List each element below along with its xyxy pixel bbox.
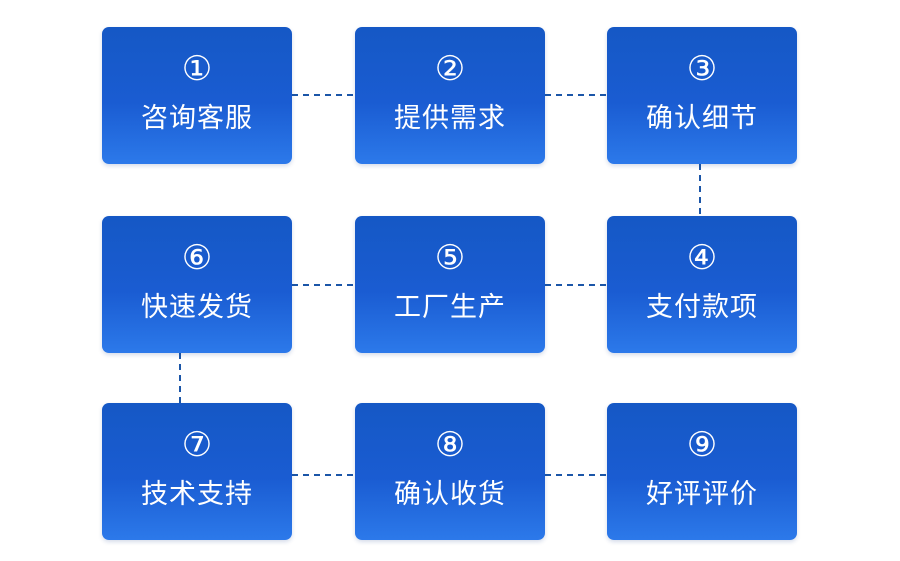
step-number-1: ① bbox=[181, 49, 213, 89]
step-label-4: 支付款项 bbox=[646, 292, 758, 323]
step-box-3: ③ 确认细节 bbox=[607, 27, 797, 164]
step-box-1: ① 咨询客服 bbox=[102, 27, 292, 164]
step-box-8: ⑧ 确认收货 bbox=[355, 403, 545, 540]
step-box-4: ④ 支付款项 bbox=[607, 216, 797, 353]
step-label-1: 咨询客服 bbox=[141, 103, 253, 134]
step-number-2: ② bbox=[434, 49, 466, 89]
step-box-9: ⑨ 好评评价 bbox=[607, 403, 797, 540]
step-box-6: ⑥ 快速发货 bbox=[102, 216, 292, 353]
step-number-7: ⑦ bbox=[181, 425, 213, 465]
step-number-8: ⑧ bbox=[434, 425, 466, 465]
step-box-5: ⑤ 工厂生产 bbox=[355, 216, 545, 353]
step-label-7: 技术支持 bbox=[141, 479, 253, 510]
step-label-3: 确认细节 bbox=[646, 103, 758, 134]
step-label-6: 快速发货 bbox=[141, 292, 253, 323]
step-number-4: ④ bbox=[686, 238, 718, 278]
step-number-5: ⑤ bbox=[434, 238, 466, 278]
step-number-3: ③ bbox=[686, 49, 718, 89]
step-box-2: ② 提供需求 bbox=[355, 27, 545, 164]
step-number-6: ⑥ bbox=[181, 238, 213, 278]
step-label-9: 好评评价 bbox=[646, 479, 758, 510]
step-label-2: 提供需求 bbox=[394, 103, 506, 134]
step-label-5: 工厂生产 bbox=[394, 292, 506, 323]
step-number-9: ⑨ bbox=[686, 425, 718, 465]
step-label-8: 确认收货 bbox=[394, 479, 506, 510]
step-box-7: ⑦ 技术支持 bbox=[102, 403, 292, 540]
